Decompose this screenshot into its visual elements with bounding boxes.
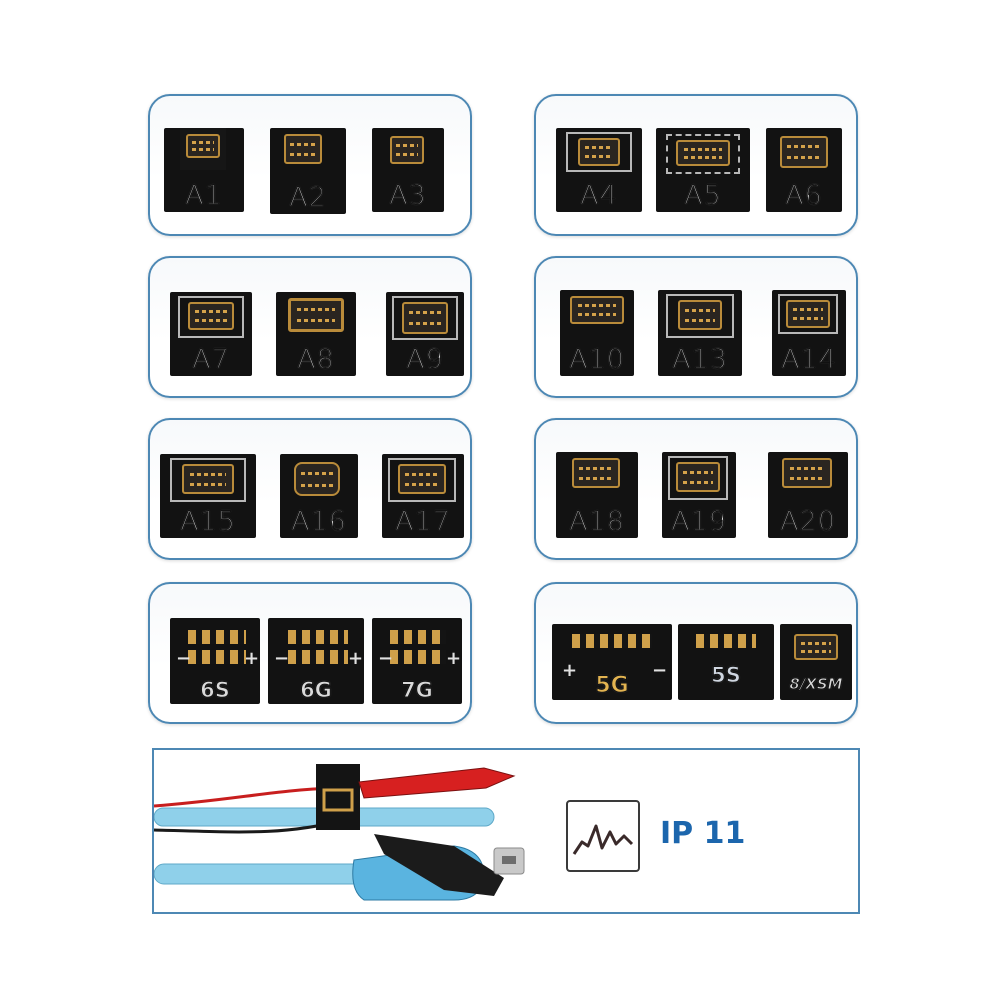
adapter-label: A16 <box>291 506 347 537</box>
adapter-board-a13: A13 <box>658 290 742 376</box>
adapter-label: A1 <box>185 180 223 211</box>
adapter-board-a16: A16 <box>280 454 358 538</box>
adapter-label: A19 <box>671 506 727 537</box>
adapter-board-a14: A14 <box>772 290 846 376</box>
adapter-board-a19: A19 <box>662 452 736 538</box>
adapter-board-a9: A9 <box>386 292 464 376</box>
adapter-label: A7 <box>192 344 230 375</box>
adapter-label: A18 <box>569 506 625 537</box>
adapter-board-a2: A2 <box>270 128 346 214</box>
adapter-board-6s: − + 6S <box>170 618 260 704</box>
adapter-board-5s: 5S <box>678 624 774 700</box>
adapter-label: 7G <box>401 678 434 702</box>
adapter-label: A5 <box>684 180 722 211</box>
adapter-board-a10: A10 <box>560 290 634 376</box>
adapter-panel-5g-8xsm: + − 5G 5S 8/XSM <box>534 582 858 724</box>
adapter-board-a15: A15 <box>160 454 256 538</box>
adapter-label: A2 <box>289 182 327 213</box>
adapter-label: 6S <box>200 678 231 702</box>
adapter-board-a18: A18 <box>556 452 638 538</box>
adapter-board-a8: A8 <box>276 292 356 376</box>
adapter-board-8xsm: 8/XSM <box>780 624 852 700</box>
adapter-panel-a4-a6: A4 A5 A6 <box>534 94 858 236</box>
adapter-board-a5: A5 <box>656 128 750 212</box>
adapter-label: 6G <box>300 678 333 702</box>
adapter-label: A8 <box>297 344 335 375</box>
adapter-panel-a18-a20: A18 A19 A20 <box>534 418 858 560</box>
adapter-label: 8/XSM <box>789 675 843 693</box>
adapter-label: A13 <box>672 344 728 375</box>
adapter-label: A3 <box>389 180 427 211</box>
adapter-panel-a10-a14: A10 A13 A14 <box>534 256 858 398</box>
adapter-panel-a1-a3: A1 A2 A3 <box>148 94 472 236</box>
adapter-label: A4 <box>580 180 618 211</box>
adapter-label: A20 <box>780 506 836 537</box>
adapter-board-6g: − + 6G <box>268 618 364 704</box>
adapter-board-a1: A1 <box>164 128 244 212</box>
boot-cable-panel: IP 11 <box>152 748 860 914</box>
adapter-label: A15 <box>180 506 236 537</box>
adapter-board-7g: − + 7G <box>372 618 462 704</box>
adapter-board-5g: + − 5G <box>552 624 672 700</box>
adapter-label: A6 <box>785 180 823 211</box>
adapter-label: A10 <box>569 344 625 375</box>
adapter-label: A17 <box>395 506 451 537</box>
adapter-label: A9 <box>406 344 444 375</box>
adapter-board-a17: A17 <box>382 454 464 538</box>
cable-model-label: IP 11 <box>660 816 746 851</box>
adapter-board-a7: A7 <box>170 292 252 376</box>
adapter-label: A14 <box>781 344 837 375</box>
adapter-panel-a7-a9: A7 A8 A9 <box>148 256 472 398</box>
adapter-panel-6s-7g: − + 6S − + 6G − + 7G <box>148 582 472 724</box>
adapter-board-a20: A20 <box>768 452 848 538</box>
adapter-board-a4: A4 <box>556 128 642 212</box>
adapter-panel-a15-a17: A15 A16 A17 <box>148 418 472 560</box>
waveform-icon <box>572 824 634 855</box>
waveform-logo <box>566 800 640 872</box>
adapter-board-a6: A6 <box>766 128 842 212</box>
adapter-board-a3: A3 <box>372 128 444 212</box>
boot-cable-image <box>154 764 525 901</box>
adapter-label: 5G <box>595 673 629 698</box>
adapter-label: 5S <box>711 663 742 687</box>
